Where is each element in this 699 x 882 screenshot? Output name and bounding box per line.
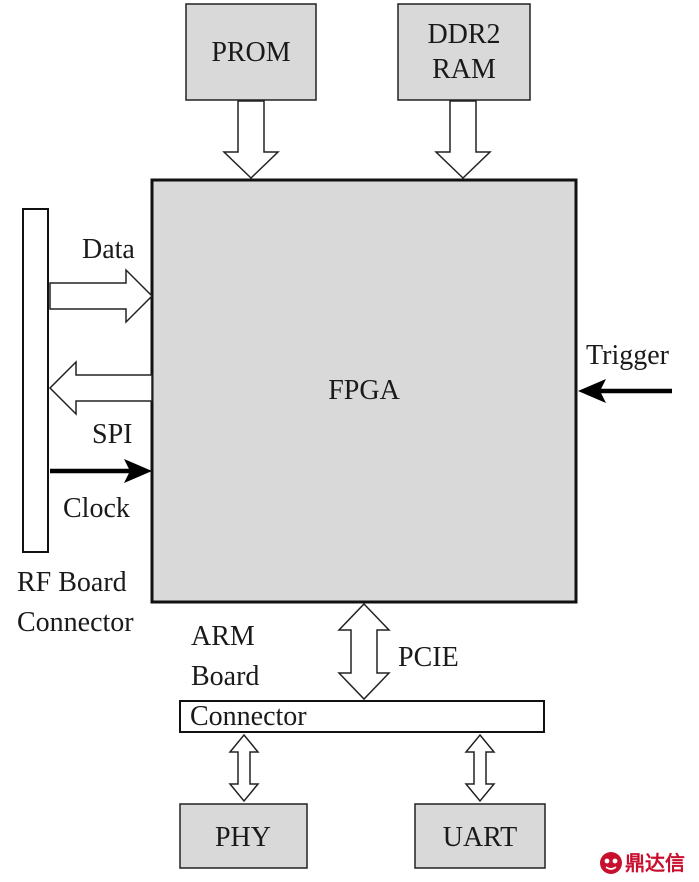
rf-board-label-line1: RF Board (17, 567, 127, 598)
prom-block: PROM (185, 3, 317, 101)
rf-board-connector-bar (22, 208, 49, 553)
phy-label: PHY (215, 822, 271, 853)
ddr2-label-line1: DDR2 (427, 19, 500, 50)
ddr2-ram-block: DDR2 RAM (397, 3, 531, 101)
data-arrow (49, 268, 154, 324)
trigger-label: Trigger (586, 340, 670, 371)
pcie-label: PCIE (398, 642, 459, 673)
arm-connector-label: Connector (190, 701, 307, 732)
clock-arrow (50, 459, 152, 483)
arm-board-connector-bar: Connector (179, 700, 545, 733)
ddr2-to-fpga-arrow (434, 100, 492, 180)
watermark-badge-icon (600, 852, 622, 874)
spi-label: SPI (92, 419, 132, 450)
prom-to-fpga-arrow (222, 100, 280, 180)
uart-label: UART (443, 822, 518, 853)
rf-board-label-line2: Connector (17, 607, 134, 638)
pcie-arrow (337, 602, 391, 701)
watermark-logo: 鼎达信 (600, 851, 685, 875)
phy-block: PHY (179, 803, 308, 869)
connector-phy-arrow (228, 733, 260, 803)
uart-block: UART (414, 803, 546, 869)
data-label: Data (82, 234, 135, 265)
fpga-block: FPGA (150, 178, 578, 604)
watermark-text: 鼎达信 (625, 851, 685, 875)
prom-label: PROM (211, 37, 290, 68)
arm-board-label-line1: ARM (191, 621, 255, 652)
trigger-arrow (578, 379, 672, 403)
clock-label: Clock (63, 493, 130, 524)
ddr2-label-line2: RAM (432, 54, 496, 85)
arm-board-label-line2: Board (191, 661, 259, 692)
spi-arrow (48, 360, 153, 416)
fpga-label: FPGA (328, 375, 400, 406)
connector-uart-arrow (464, 733, 496, 803)
